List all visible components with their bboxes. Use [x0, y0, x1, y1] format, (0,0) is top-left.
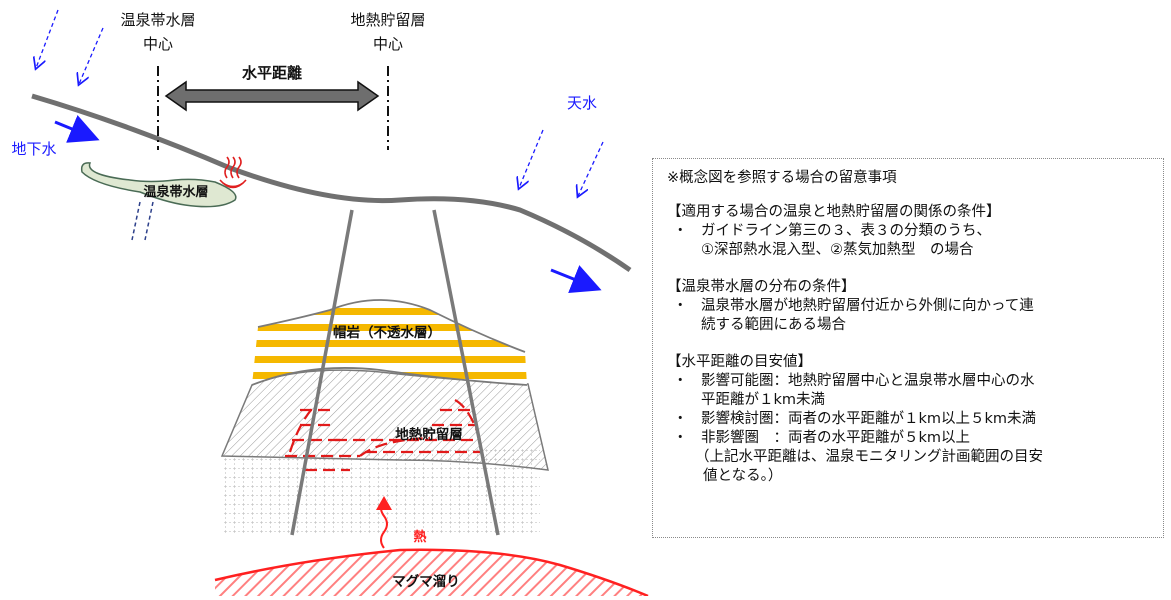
section-title: 【水平距離の目安値】: [667, 354, 812, 370]
ground-surface: [31, 93, 632, 273]
geo-center-label: 地熱貯留層: [350, 11, 425, 29]
reservoir-grid-zone: [222, 447, 540, 535]
well-right: [432, 209, 500, 536]
onsen-icon: [219, 156, 247, 189]
horizontal-distance-label: 水平距離: [242, 64, 302, 82]
notes-header: ※概念図を参照する場合の留意事項: [667, 170, 897, 186]
note-line: 値となる。）: [703, 468, 783, 484]
hatched-rock-zone: [220, 369, 549, 471]
bullet-line: 続する範囲にある場合: [701, 317, 846, 333]
onsen-aquifer-label: 温泉帯水層: [143, 184, 208, 200]
rain-arrows: [36, 9, 604, 196]
double-arrow-icon: [164, 80, 380, 112]
magma-label: マグマ溜り: [392, 573, 460, 590]
bullet-line: 平距離が１km未満: [701, 392, 826, 408]
note-line: （上記水平距離は、温泉モニタリング計画範囲の目安: [695, 449, 1043, 465]
bullet-line: ・影響検討圏：両者の水平距離が１km以上５km未満: [673, 411, 1037, 427]
onsen-center-label-2: 中心: [143, 35, 173, 53]
bullet-line: ・ガイドライン第三の３、表３の分類のうち、: [673, 223, 991, 239]
magma-chamber: [215, 549, 648, 596]
onsen-center-label: 温泉帯水層: [120, 11, 195, 29]
reservoir-label: 地熱貯留層: [395, 426, 463, 443]
groundwater-arrow-in: [54, 115, 100, 143]
bullet-line: ・非影響圏 ：両者の水平距離が５km以上: [673, 430, 971, 446]
bullet-line: ①深部熱水混入型、②蒸気加熱型 の場合: [701, 242, 974, 258]
heat-label: 熱: [413, 529, 426, 545]
heat-arrow-icon: [376, 496, 392, 549]
section-title: 【適用する場合の温泉と地熱貯留層の関係の条件】: [667, 204, 1001, 220]
rain-label: 天水: [567, 94, 597, 112]
groundwater-arrow-out: [550, 265, 602, 294]
onsen-aquifer: [80, 162, 237, 241]
geo-center-label-2: 中心: [373, 35, 403, 53]
groundwater-label: 地下水: [11, 140, 56, 158]
bullet-line: ・温泉帯水層が地熱貯留層付近から外側に向かって連: [673, 298, 1034, 314]
bullet-line: ・影響可能圏：地熱貯留層中心と温泉帯水層中心の水: [673, 373, 1035, 389]
section-title: 【温泉帯水層の分布の条件】: [667, 279, 856, 295]
notes-box: ※概念図を参照する場合の留意事項 【適用する場合の温泉と地熱貯留層の関係の条件】…: [652, 158, 1164, 538]
well-left: [290, 209, 354, 536]
caprock-label: 帽岩（不透水層）: [333, 324, 441, 341]
